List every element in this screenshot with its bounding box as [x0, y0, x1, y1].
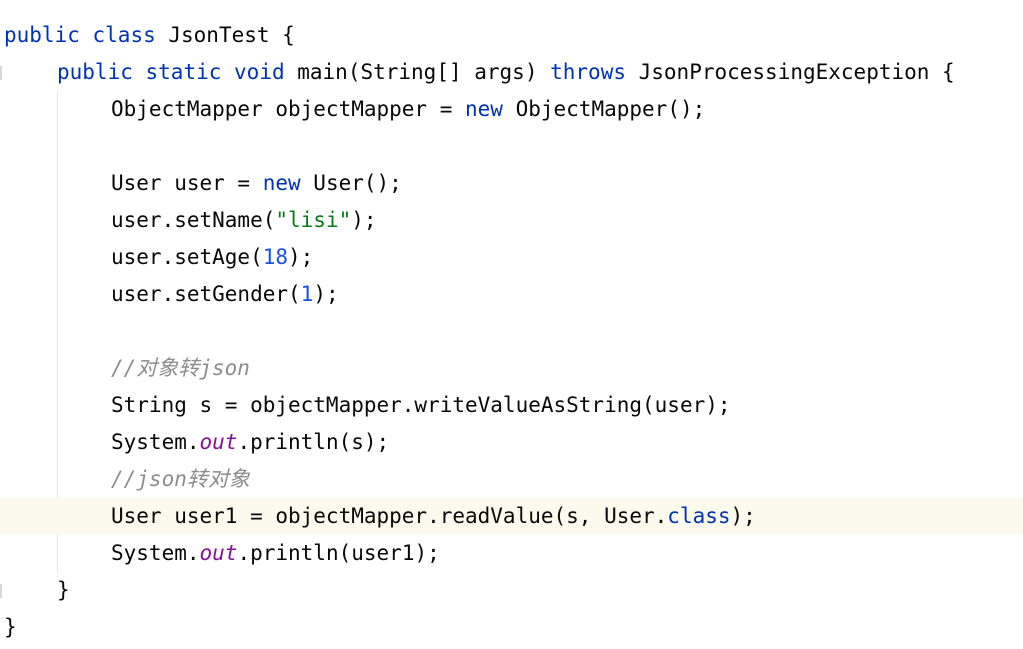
code-token: );	[313, 282, 339, 306]
code-token: JsonProcessingException {	[625, 60, 955, 84]
code-line[interactable]	[0, 313, 1023, 349]
code-token: User user1 = objectMapper.readValue(s, U…	[111, 504, 668, 528]
code-token: JsonTest {	[155, 23, 295, 47]
code-token: User user =	[111, 171, 263, 195]
code-token: "lisi"	[275, 208, 352, 232]
code-line[interactable]: System.out.println(user1);	[0, 535, 1023, 571]
code-line-text: user.setName("lisi");	[111, 202, 377, 238]
code-token: out	[199, 430, 238, 454]
code-line-text: public static void main(String[] args) t…	[57, 54, 955, 90]
code-line-text: User user1 = objectMapper.readValue(s, U…	[111, 498, 756, 534]
code-line-text: //json转对象	[111, 461, 250, 497]
gutter-fold-marker	[0, 66, 2, 80]
code-token: //对象转json	[111, 356, 250, 380]
code-token: System.	[111, 541, 200, 565]
code-token: //json转对象	[111, 467, 250, 491]
code-line-text: user.setGender(1);	[111, 276, 339, 312]
code-line[interactable]: String s = objectMapper.writeValueAsStri…	[0, 387, 1023, 423]
code-line[interactable]: public class JsonTest {	[0, 17, 1023, 53]
code-line-text: User user = new User();	[111, 165, 402, 201]
code-line[interactable]: //json转对象	[0, 461, 1023, 497]
code-token: ObjectMapper();	[502, 97, 706, 121]
code-token	[80, 23, 93, 47]
code-token: );	[288, 245, 314, 269]
code-token: out	[199, 541, 238, 565]
code-token: System.	[111, 430, 200, 454]
code-line[interactable]: User user1 = objectMapper.readValue(s, U…	[0, 498, 1023, 534]
code-token: User();	[300, 171, 402, 195]
code-line[interactable]: public static void main(String[] args) t…	[0, 54, 1023, 90]
code-line[interactable]: }	[0, 609, 1023, 645]
code-token: public	[4, 23, 80, 47]
code-token: throws	[550, 60, 626, 84]
code-line[interactable]: user.setAge(18);	[0, 239, 1023, 275]
code-token: public	[57, 60, 133, 84]
code-token	[221, 60, 234, 84]
code-token: new	[465, 97, 503, 121]
code-line-text: ObjectMapper objectMapper = new ObjectMa…	[111, 91, 705, 127]
code-token: main(String[] args)	[284, 60, 551, 84]
code-token: void	[234, 60, 285, 84]
code-line[interactable]: System.out.println(s);	[0, 424, 1023, 460]
code-token: user.setGender(	[111, 282, 301, 306]
code-token: class	[667, 504, 731, 528]
code-token: ObjectMapper objectMapper =	[111, 97, 466, 121]
code-token: String s = objectMapper.writeValueAsStri…	[111, 393, 731, 417]
code-token: 1	[300, 282, 314, 306]
code-line[interactable]: user.setGender(1);	[0, 276, 1023, 312]
code-token: 18	[262, 245, 289, 269]
code-line-text: String s = objectMapper.writeValueAsStri…	[111, 387, 731, 423]
code-line-text: System.out.println(s);	[111, 424, 389, 460]
code-line[interactable]	[0, 128, 1023, 164]
code-line-text: }	[57, 572, 70, 608]
gutter-fold-marker	[0, 584, 2, 598]
code-token: );	[730, 504, 756, 528]
code-line-text: System.out.println(user1);	[111, 535, 440, 571]
code-line[interactable]: user.setName("lisi");	[0, 202, 1023, 238]
code-token: .println(s);	[237, 430, 390, 454]
code-line[interactable]: }	[0, 572, 1023, 608]
code-line-text: user.setAge(18);	[111, 239, 313, 275]
indent-guide-method	[57, 92, 58, 572]
code-token: }	[4, 615, 17, 639]
code-token: user.setName(	[111, 208, 276, 232]
code-token: .println(user1);	[237, 541, 440, 565]
code-line[interactable]: //对象转json	[0, 350, 1023, 386]
code-token	[133, 60, 146, 84]
code-token: }	[57, 578, 70, 602]
code-line[interactable]: ObjectMapper objectMapper = new ObjectMa…	[0, 91, 1023, 127]
code-line[interactable]: User user = new User();	[0, 165, 1023, 201]
code-line-text: public class JsonTest {	[4, 17, 295, 53]
code-line-text: //对象转json	[111, 350, 250, 386]
code-token: user.setAge(	[111, 245, 263, 269]
code-token: class	[92, 23, 156, 47]
code-token: new	[262, 171, 301, 195]
code-token: static	[145, 60, 222, 84]
code-token: );	[351, 208, 377, 232]
code-line-text: }	[4, 609, 17, 645]
